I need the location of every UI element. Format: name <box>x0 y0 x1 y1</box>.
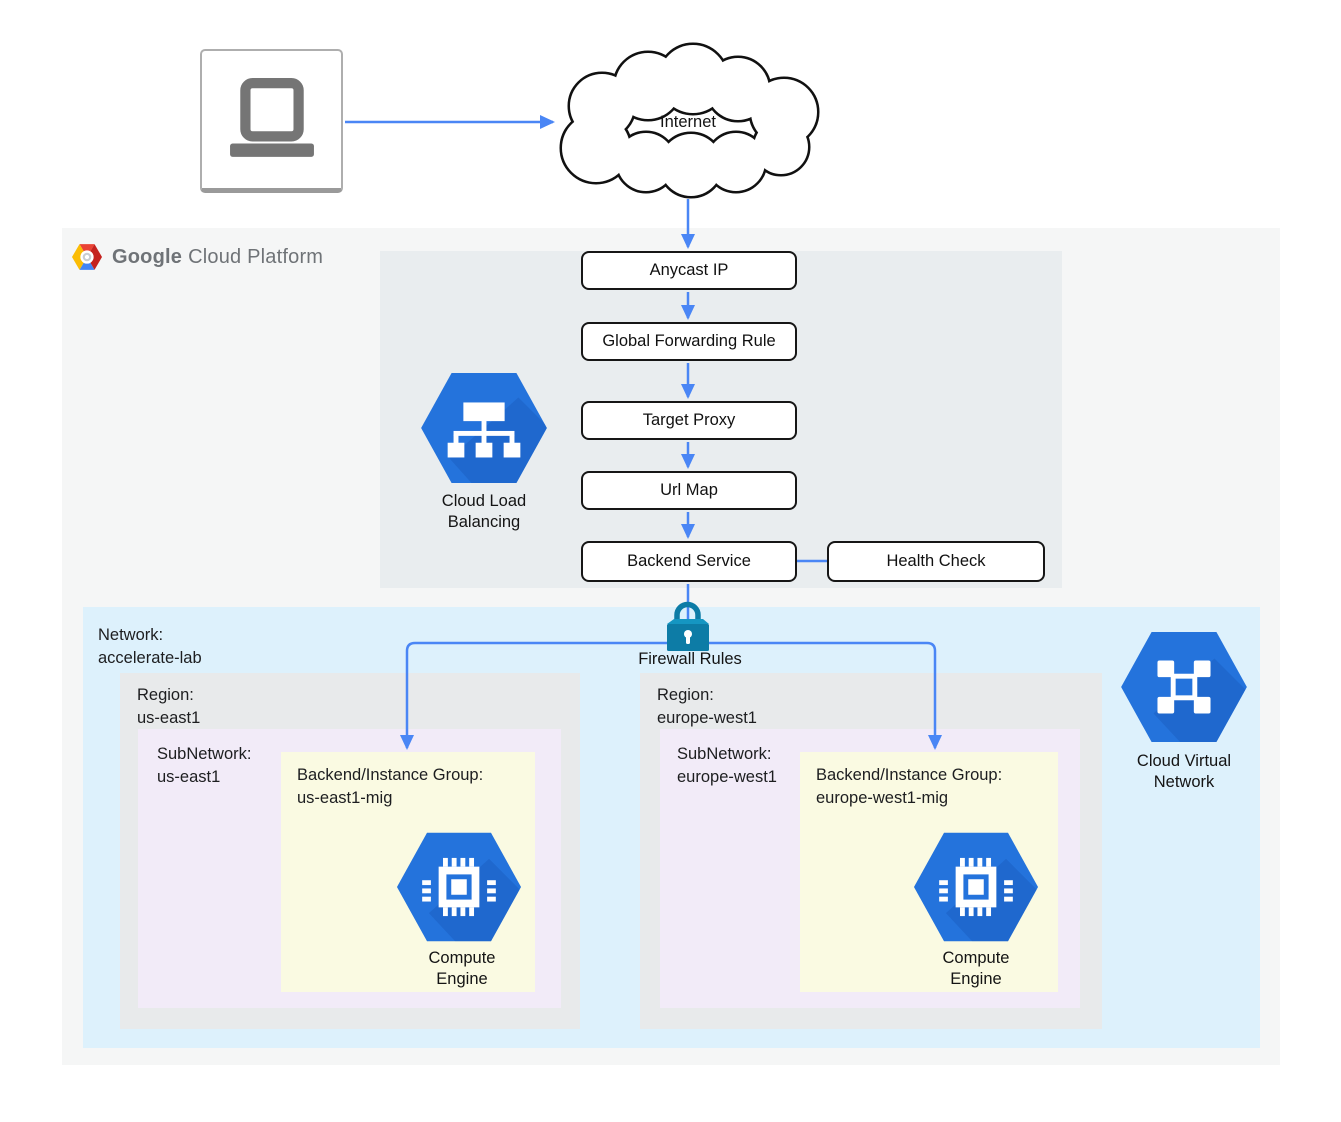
cloud-load-balancing-caption: Cloud Load Balancing <box>441 492 527 531</box>
gcp-logo: Google Cloud Platform <box>72 244 323 270</box>
global-forwarding-rule-node: Global Forwarding Rule <box>581 322 797 361</box>
network-label: Network: accelerate-lab <box>98 626 202 667</box>
cloud-virtual-network-icon <box>1121 631 1247 743</box>
backend-service-node: Backend Service <box>581 541 797 582</box>
instance-group-us-east1-label: Backend/Instance Group: us-east1-mig <box>297 766 484 807</box>
anycast-ip-node: Anycast IP <box>581 251 797 290</box>
internet-label: Internet <box>660 113 716 131</box>
compute-engine-icon-us-east1 <box>396 832 522 942</box>
gcp-logo-icon <box>72 244 102 270</box>
firewall-lock-icon <box>667 601 709 651</box>
health-check-node: Health Check <box>827 541 1045 582</box>
region-europe-west1-label: Region: europe-west1 <box>657 686 757 727</box>
target-proxy-node: Target Proxy <box>581 401 797 440</box>
client-device-card <box>200 49 343 193</box>
instance-group-europe-west1-label: Backend/Instance Group: europe-west1-mig <box>816 766 1003 807</box>
compute-engine-icon-europe-west1 <box>913 832 1039 942</box>
cloud-virtual-network-caption: Cloud Virtual Network <box>1136 752 1232 791</box>
gcp-logo-text-google: Google <box>112 245 183 268</box>
subnetwork-europe-west1-label: SubNetwork: europe-west1 <box>677 745 777 786</box>
cloud-load-balancing-icon <box>421 372 547 484</box>
internet-cloud-icon <box>559 42 820 199</box>
compute-engine-caption-europe-west1: Compute Engine <box>942 949 1010 988</box>
firewall-rules-label: Firewall Rules <box>638 650 742 668</box>
subnetwork-us-east1-label: SubNetwork: us-east1 <box>157 745 252 786</box>
compute-engine-caption-us-east1: Compute Engine <box>428 949 496 988</box>
region-us-east1-label: Region: us-east1 <box>137 686 201 727</box>
laptop-icon <box>229 77 314 157</box>
gcp-logo-text-cloud-platform: Cloud Platform <box>188 245 324 268</box>
url-map-node: Url Map <box>581 471 797 510</box>
